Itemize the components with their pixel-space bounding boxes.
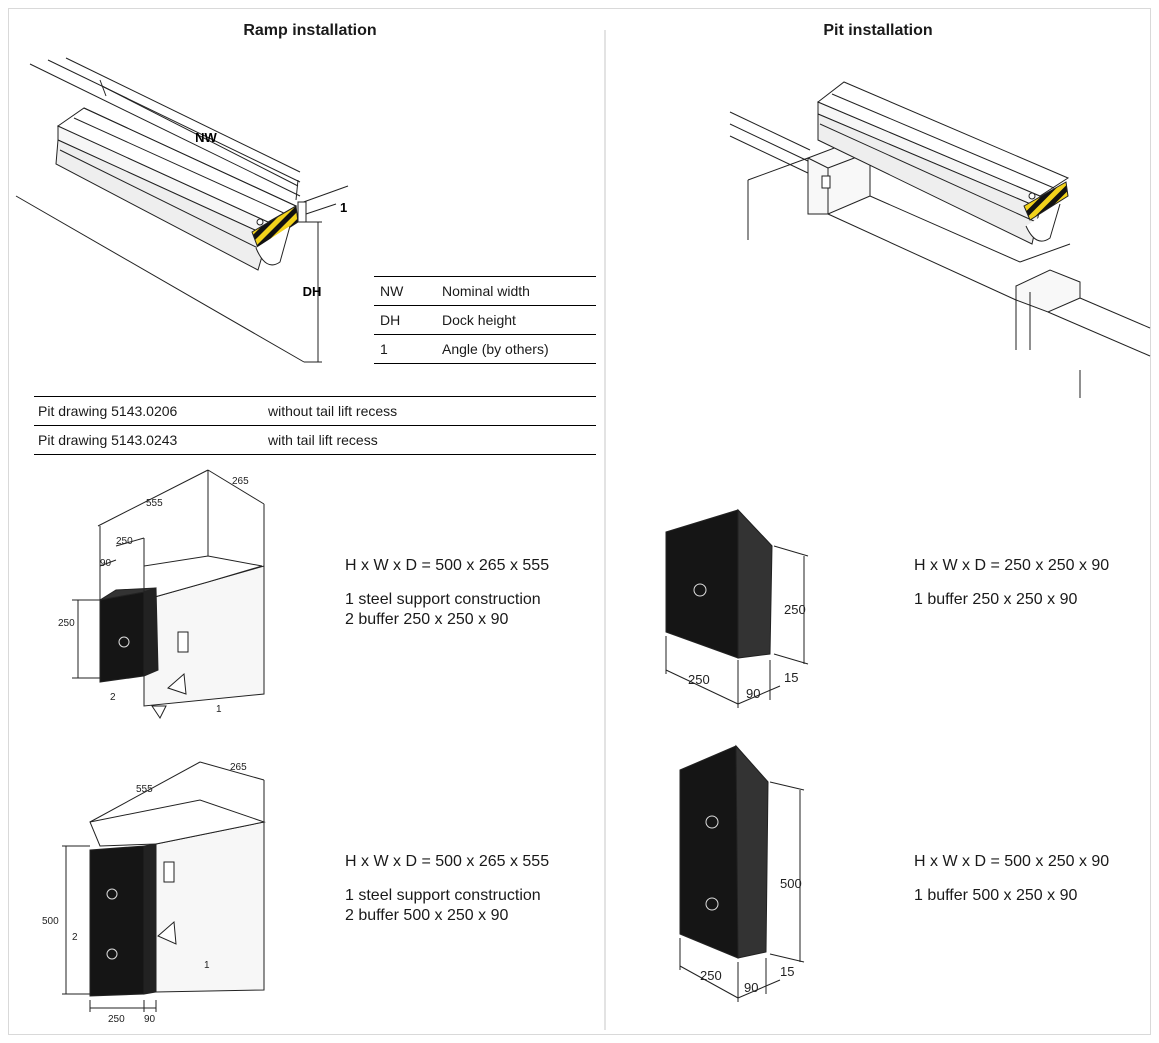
legend-value: Nominal width: [436, 276, 596, 306]
spec-line: 1 steel support construction: [345, 591, 541, 608]
legend-key: NW: [374, 276, 436, 306]
dim-a-250: 250: [116, 536, 133, 547]
dim-d-90: 90: [744, 980, 758, 995]
callout-a-2: 2: [110, 692, 116, 703]
ramp-installation-heading: Ramp installation: [243, 22, 377, 39]
legend-table: NW Nominal width DH Dock height 1 Angle …: [374, 276, 596, 364]
dim-a-height-250: 250: [58, 618, 75, 629]
pit-drawing-description: with tail lift recess: [264, 425, 596, 455]
dim-c-height-250: 250: [784, 602, 806, 617]
dim-b-height-500: 500: [42, 916, 59, 927]
legend-key: DH: [374, 305, 436, 335]
spec-pit-large: H x W x D = 500 x 250 x 90 1 buffer 500 …: [914, 852, 1109, 906]
spec-line: 1 buffer 250 x 250 x 90: [914, 591, 1078, 608]
dim-d-15: 15: [780, 964, 794, 979]
spec-dimensions: H x W x D = 500 x 265 x 555: [345, 557, 550, 574]
spec-pit-small: H x W x D = 250 x 250 x 90 1 buffer 250 …: [914, 556, 1109, 610]
angle-callout-label: 1: [340, 200, 347, 215]
pit-installation-drawing: [729, 81, 1151, 398]
dim-a-555: 555: [146, 498, 163, 509]
spec-ramp-small: H x W x D = 500 x 265 x 555 1 steel supp…: [345, 556, 549, 630]
dim-c-250: 250: [688, 672, 710, 687]
dim-d-250: 250: [700, 968, 722, 983]
ramp-installation-drawing: [15, 57, 349, 363]
dim-c-15: 15: [784, 670, 798, 685]
legend-value: Dock height: [436, 305, 596, 335]
legend-row: 1 Angle (by others): [374, 334, 596, 364]
spec-dimensions: H x W x D = 500 x 250 x 90: [914, 853, 1110, 870]
pit-drawing-description: without tail lift recess: [264, 396, 596, 426]
spec-dimensions: H x W x D = 500 x 265 x 555: [345, 853, 550, 870]
legend-key: 1: [374, 334, 436, 364]
legend-row: NW Nominal width: [374, 276, 596, 306]
ramp-buffer-assembly-large: [62, 761, 266, 1012]
dim-b-250: 250: [108, 1014, 125, 1025]
dim-a-265: 265: [232, 476, 249, 487]
pit-installation-heading: Pit installation: [823, 22, 933, 39]
spec-line: 2 buffer 500 x 250 x 90: [345, 907, 509, 924]
pit-drawing-number: Pit drawing 5143.0243: [34, 425, 264, 455]
dim-a-90: 90: [100, 558, 112, 569]
spec-line: 1 buffer 500 x 250 x 90: [914, 887, 1078, 904]
callout-a-1: 1: [216, 704, 222, 715]
nw-label: NW: [195, 130, 217, 145]
spec-line: 1 steel support construction: [345, 887, 541, 904]
dim-c-90: 90: [746, 686, 760, 701]
spec-dimensions: H x W x D = 250 x 250 x 90: [914, 557, 1110, 574]
spec-ramp-large: H x W x D = 500 x 265 x 555 1 steel supp…: [345, 852, 549, 926]
callout-b-1: 1: [204, 960, 210, 971]
pit-drawing-number: Pit drawing 5143.0206: [34, 396, 264, 426]
pit-buffer-large: [679, 744, 805, 1002]
callout-b-2: 2: [72, 932, 78, 943]
dim-b-265: 265: [230, 762, 247, 773]
spec-line: 2 buffer 250 x 250 x 90: [345, 611, 509, 628]
dim-b-90: 90: [144, 1014, 156, 1025]
pit-drawing-row: Pit drawing 5143.0243 with tail lift rec…: [34, 425, 596, 455]
dim-b-555: 555: [136, 784, 153, 795]
pit-drawing-row: Pit drawing 5143.0206 without tail lift …: [34, 396, 596, 426]
ramp-buffer-assembly-small: [72, 469, 265, 719]
dim-d-height-500: 500: [780, 876, 802, 891]
legend-row: DH Dock height: [374, 305, 596, 335]
pit-buffer-small: [665, 508, 809, 708]
pit-drawing-table: Pit drawing 5143.0206 without tail lift …: [34, 396, 596, 455]
legend-value: Angle (by others): [436, 334, 596, 364]
page-frame: [8, 8, 1151, 1035]
dh-label: DH: [303, 284, 322, 299]
column-divider: [604, 30, 606, 1030]
